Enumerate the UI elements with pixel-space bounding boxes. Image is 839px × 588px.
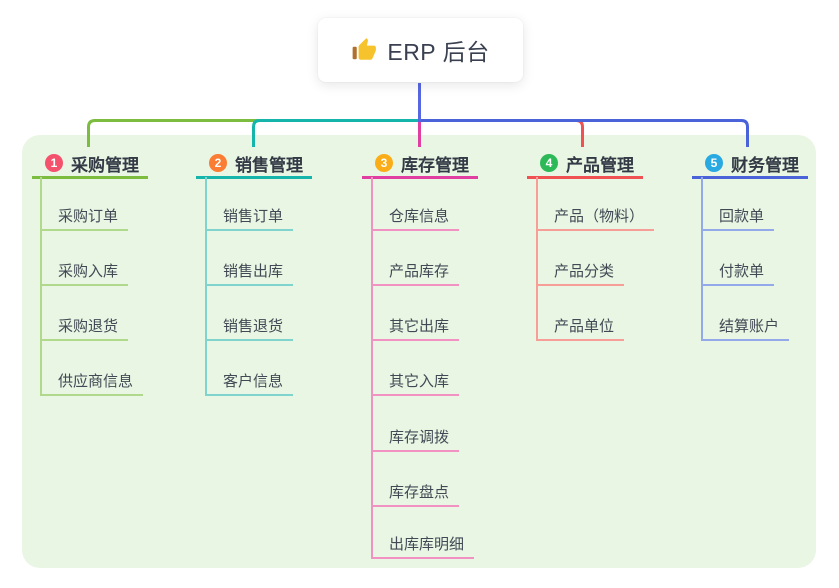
child-topic[interactable]: 销售退货	[205, 314, 294, 341]
child-topic-label: 采购入库	[58, 263, 119, 280]
branch-topic-label: 库存管理	[401, 155, 469, 175]
branch-number-badge: 4	[540, 154, 558, 172]
child-topic-label: 产品单位	[554, 318, 615, 335]
background-panel	[22, 135, 816, 568]
child-topic-label: 回款单	[719, 208, 765, 225]
branch-topic-label: 销售管理	[235, 155, 303, 175]
child-topic[interactable]: 采购订单	[40, 204, 129, 231]
child-topic[interactable]: 客户信息	[205, 369, 294, 396]
child-topic[interactable]: 回款单	[701, 204, 775, 231]
child-topic[interactable]: 采购退货	[40, 314, 129, 341]
child-topic-label: 采购订单	[58, 208, 119, 225]
branch-topic-inventory[interactable]: 3 库存管理	[362, 150, 478, 179]
branch-children-line	[371, 177, 373, 559]
child-topic-label: 付款单	[719, 263, 765, 280]
branch-topic-finance[interactable]: 5 财务管理	[692, 150, 808, 179]
child-topic-label: 库存盘点	[389, 484, 450, 501]
child-topic[interactable]: 库存盘点	[371, 480, 460, 507]
child-topic[interactable]: 产品库存	[371, 259, 460, 286]
child-topic[interactable]: 销售出库	[205, 259, 294, 286]
branch-topic-procurement[interactable]: 1 采购管理	[32, 150, 148, 179]
child-topic[interactable]: 库存调拨	[371, 425, 460, 452]
branch-topic-label: 产品管理	[566, 155, 634, 175]
branch-number-badge: 3	[375, 154, 393, 172]
child-topic-label: 销售退货	[223, 318, 284, 335]
child-topic-label: 客户信息	[223, 373, 284, 390]
root-topic-label: ERP 后台	[387, 39, 490, 65]
child-topic-label: 产品（物料）	[554, 208, 645, 225]
child-topic[interactable]: 结算账户	[701, 314, 790, 341]
child-topic-label: 销售订单	[223, 208, 284, 225]
child-topic[interactable]: 销售订单	[205, 204, 294, 231]
branch-number-badge: 2	[209, 154, 227, 172]
child-topic[interactable]: 供应商信息	[40, 369, 144, 396]
child-topic[interactable]: 仓库信息	[371, 204, 460, 231]
child-topic[interactable]: 出库库明细	[371, 532, 475, 559]
root-topic[interactable]: ERP 后台	[318, 18, 523, 82]
thumbs-up-icon	[351, 37, 377, 63]
child-topic-label: 供应商信息	[58, 373, 134, 390]
child-topic-label: 销售出库	[223, 263, 284, 280]
branch-topic-label: 采购管理	[71, 155, 139, 175]
child-topic[interactable]: 其它入库	[371, 369, 460, 396]
branch-topic-product[interactable]: 4 产品管理	[527, 150, 643, 179]
child-topic-label: 仓库信息	[389, 208, 450, 225]
child-topic-label: 结算账户	[719, 318, 780, 335]
child-topic-label: 其它出库	[389, 318, 450, 335]
branch-number-badge: 5	[705, 154, 723, 172]
child-topic[interactable]: 产品（物料）	[536, 204, 655, 231]
child-topic-label: 产品分类	[554, 263, 615, 280]
branch-number-badge: 1	[45, 154, 63, 172]
child-topic-label: 库存调拨	[389, 429, 450, 446]
branch-children-line	[536, 177, 538, 341]
branch-topic-sales[interactable]: 2 销售管理	[196, 150, 312, 179]
branch-children-line	[205, 177, 207, 396]
branch-children-line	[40, 177, 42, 396]
child-topic[interactable]: 付款单	[701, 259, 775, 286]
branch-topic-label: 财务管理	[731, 155, 799, 175]
child-topic[interactable]: 产品分类	[536, 259, 625, 286]
child-topic[interactable]: 产品单位	[536, 314, 625, 341]
child-topic[interactable]: 其它出库	[371, 314, 460, 341]
child-topic-label: 其它入库	[389, 373, 450, 390]
child-topic-label: 采购退货	[58, 318, 119, 335]
child-topic-label: 出库库明细	[389, 536, 465, 553]
branch-children-line	[701, 177, 703, 341]
child-topic-label: 产品库存	[389, 263, 450, 280]
child-topic[interactable]: 采购入库	[40, 259, 129, 286]
